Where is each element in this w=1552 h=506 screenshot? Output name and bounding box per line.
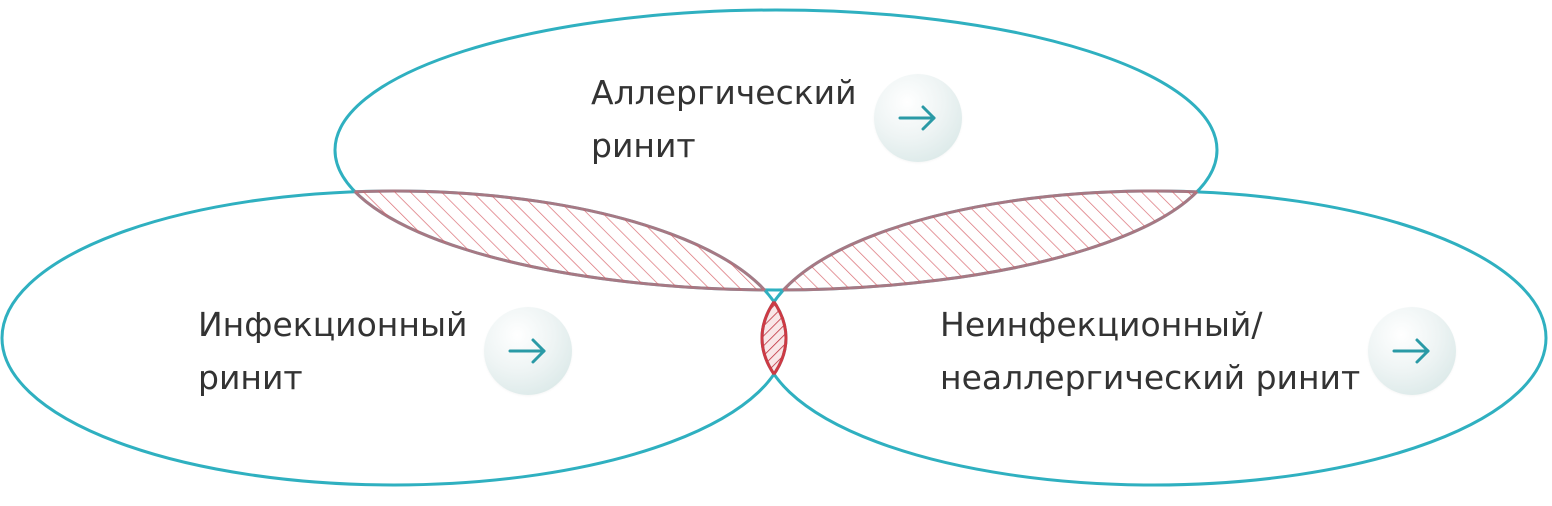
overlap-allergic-noninfectious	[760, 189, 1217, 290]
label-noninfectious-line-2: неаллергический ринит	[940, 358, 1361, 397]
ellipse-allergic	[333, 8, 1219, 292]
label-allergic-line-2: ринит	[591, 126, 696, 165]
label-allergic-line-1: Аллергический	[591, 73, 857, 112]
overlap-allergic-infectious	[335, 189, 788, 290]
label-noninfectious-rhinitis: Неинфекционный/ неаллергический ринит	[940, 298, 1360, 404]
arrow-right-icon	[508, 338, 546, 364]
label-infectious-rhinitis: Инфекционный ринит	[198, 298, 467, 404]
arrow-right-icon	[1392, 338, 1430, 364]
infectious-rhinitis-arrow-button[interactable]	[484, 307, 572, 395]
arrow-right-icon	[898, 105, 936, 131]
label-infectious-line-2: ринит	[198, 358, 303, 397]
label-noninfectious-line-1: Неинфекционный/	[940, 305, 1263, 344]
label-infectious-line-1: Инфекционный	[198, 305, 468, 344]
allergic-rhinitis-arrow-button[interactable]	[874, 74, 962, 162]
label-allergic-rhinitis: Аллергический ринит	[591, 66, 857, 172]
overlap-infectious-noninfectious	[760, 191, 786, 485]
noninfectious-rhinitis-arrow-button[interactable]	[1368, 307, 1456, 395]
